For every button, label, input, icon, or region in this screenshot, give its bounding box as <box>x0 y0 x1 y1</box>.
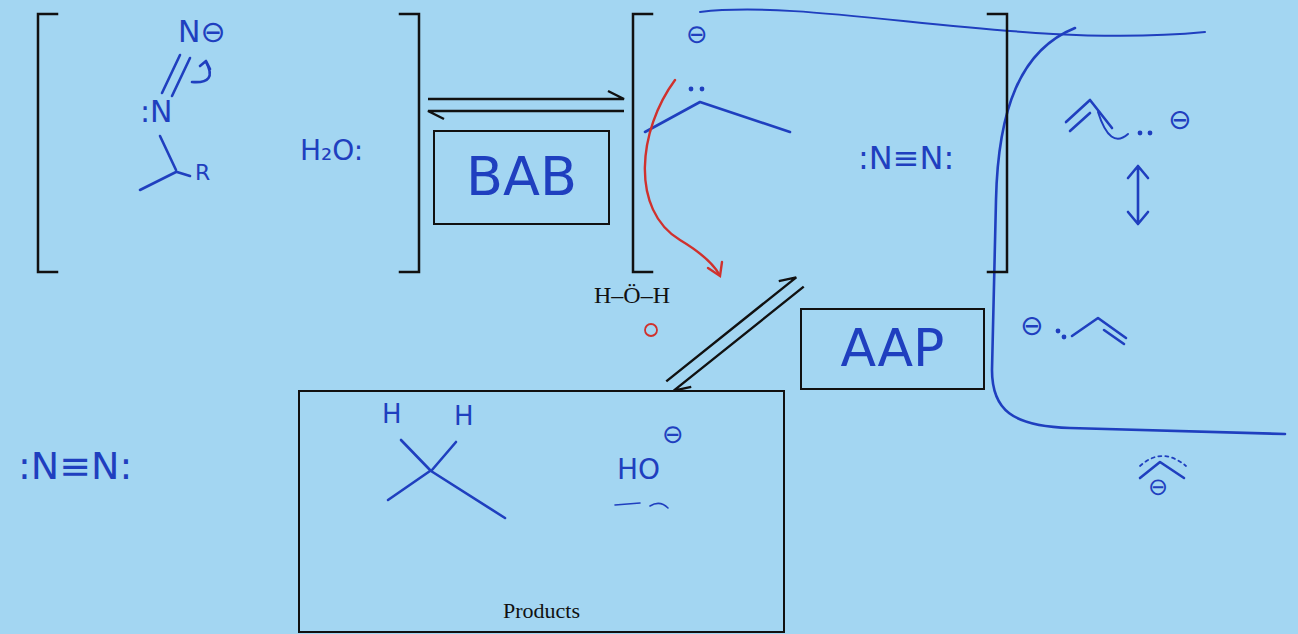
reactant-bracket: :N N⊖ R H₂O: <box>35 12 422 274</box>
lone-pair-dot <box>1062 335 1067 340</box>
ion-label: HO <box>617 454 660 486</box>
bond <box>140 172 176 190</box>
right-bracket <box>400 14 419 272</box>
lone-pair-dot <box>689 87 694 92</box>
curved-arrow <box>1098 112 1128 139</box>
atom-label: N⊖ <box>178 15 226 50</box>
charge-label: ⊖ <box>686 20 708 50</box>
molecule-label: H–Ö–H <box>594 282 670 310</box>
allyl-skeleton <box>1072 318 1126 338</box>
equilibrium-arrow <box>428 91 624 119</box>
box-caption: Products <box>503 598 580 623</box>
equilibrium-half-arrow <box>428 91 624 99</box>
right-bracket <box>988 14 1007 272</box>
bond <box>177 172 190 176</box>
double-bond <box>1070 113 1090 131</box>
red-curved-arrow <box>645 80 719 274</box>
red-lone-pair-mark <box>645 324 657 336</box>
bond <box>160 136 176 170</box>
group-label: R <box>195 160 210 185</box>
bond <box>388 471 430 500</box>
charge-label: ⊖ <box>1168 104 1191 136</box>
arrow-head <box>200 61 210 69</box>
bond <box>401 440 430 470</box>
equilibrium-half-arrow <box>674 287 804 391</box>
atom-label: H <box>454 402 474 432</box>
double-bond <box>1104 330 1124 344</box>
delocalization-arc <box>1140 456 1186 466</box>
lone-pair-dot <box>1138 131 1143 136</box>
lone-pair-dot <box>700 87 705 92</box>
atom-label: H <box>382 400 402 430</box>
intermediate-bracket: ⊖ :N≡N: <box>630 12 1010 274</box>
bracket-outline <box>35 12 422 274</box>
molecule-label: :N≡N: <box>18 445 132 489</box>
equilibrium-arrow <box>666 277 803 390</box>
carbanion-skeleton <box>645 102 790 132</box>
enclosure-curve <box>992 28 1285 434</box>
equilibrium-half-arrow <box>666 277 796 381</box>
molecule-label: H₂O: <box>300 135 363 167</box>
double-bond <box>172 58 190 96</box>
circle-fragment <box>700 10 1205 36</box>
left-bracket <box>38 14 57 272</box>
step-box: BAB <box>433 130 610 225</box>
red-arrow-head <box>708 262 722 276</box>
bond <box>432 442 456 470</box>
products-box: H H HO⊖ Products <box>298 390 785 633</box>
step-code: AAP <box>841 319 945 379</box>
molecule-label: :N≡N: <box>858 140 954 177</box>
atom-label: :N <box>140 95 173 130</box>
left-bracket <box>633 14 652 272</box>
charge-label: ⊖ <box>1148 474 1168 502</box>
lone-pair-marks <box>615 503 668 508</box>
bond <box>431 471 505 518</box>
charge-label: ⊖ <box>1020 310 1043 342</box>
step-box: AAP <box>800 308 985 390</box>
step-code: BAB <box>466 146 577 208</box>
lone-pair-dot <box>1148 131 1153 136</box>
curved-arrow <box>192 62 210 82</box>
lone-pair-dot <box>1056 329 1061 334</box>
equilibrium-half-arrow <box>428 111 624 119</box>
resonance-arrow <box>1128 166 1148 224</box>
charge-label: ⊖ <box>662 420 684 450</box>
